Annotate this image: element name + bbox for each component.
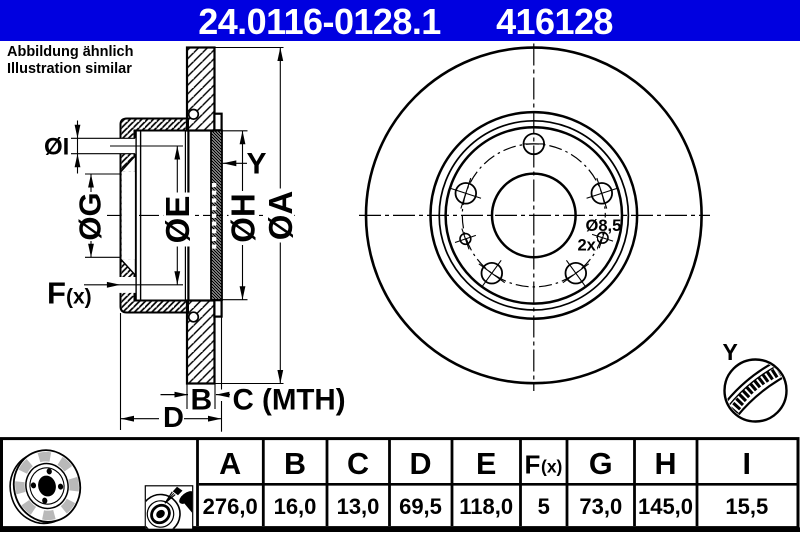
svg-text:ØA: ØA xyxy=(262,191,299,241)
svg-text:Illustration similar: Illustration similar xyxy=(7,61,132,77)
svg-text:Y: Y xyxy=(247,148,267,181)
svg-text:416128: 416128 xyxy=(496,1,613,42)
svg-text:15,5: 15,5 xyxy=(725,494,768,519)
svg-text:B: B xyxy=(191,384,213,417)
svg-text:F: F xyxy=(525,450,541,480)
svg-text:B: B xyxy=(284,447,306,481)
svg-text:Y: Y xyxy=(723,339,738,365)
svg-text:A: A xyxy=(219,447,241,481)
svg-text:73,0: 73,0 xyxy=(579,494,622,519)
svg-text:E: E xyxy=(476,447,496,481)
svg-text:145,0: 145,0 xyxy=(638,494,693,519)
svg-text:Ø8,5: Ø8,5 xyxy=(586,217,622,235)
svg-text:G: G xyxy=(589,447,613,481)
svg-text:(x): (x) xyxy=(541,457,562,477)
svg-text:F: F xyxy=(47,276,66,311)
svg-text:C: C xyxy=(347,447,369,481)
svg-text:5: 5 xyxy=(538,494,550,519)
svg-text:C (MTH): C (MTH) xyxy=(233,384,346,417)
svg-text:(x): (x) xyxy=(66,286,92,309)
svg-text:ØI: ØI xyxy=(44,134,69,161)
svg-text:276,0: 276,0 xyxy=(203,494,258,519)
svg-text:D: D xyxy=(409,447,431,481)
svg-text:24.0116-0128.1: 24.0116-0128.1 xyxy=(198,1,441,42)
svg-text:I: I xyxy=(743,447,751,481)
svg-text:ØE: ØE xyxy=(159,196,196,244)
svg-text:D: D xyxy=(163,402,184,434)
svg-text:2x: 2x xyxy=(578,237,597,255)
svg-text:118,0: 118,0 xyxy=(459,494,513,519)
svg-text:Abbildung ähnlich: Abbildung ähnlich xyxy=(7,44,133,60)
svg-text:ØH: ØH xyxy=(224,193,261,243)
svg-text:ØG: ØG xyxy=(73,192,108,240)
svg-text:69,5: 69,5 xyxy=(399,494,442,519)
svg-text:13,0: 13,0 xyxy=(337,494,380,519)
svg-text:16,0: 16,0 xyxy=(274,494,317,519)
svg-text:H: H xyxy=(654,447,676,481)
